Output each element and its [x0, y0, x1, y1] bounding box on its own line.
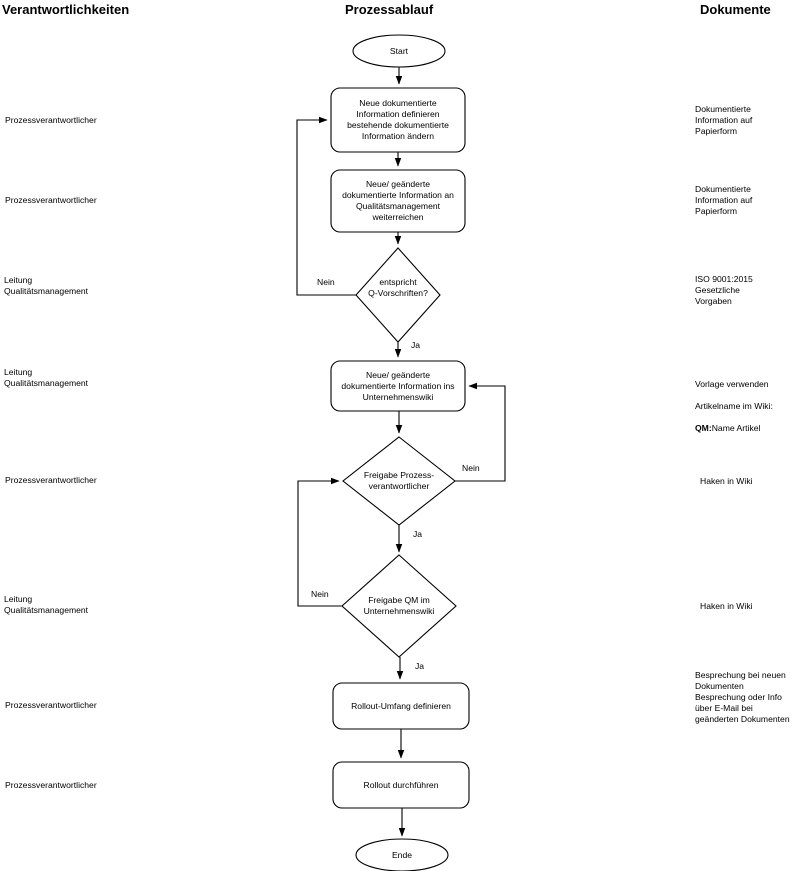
node-decision-2-shape[interactable]: [342, 436, 456, 526]
edge-label-nein-decision2: Nein: [462, 463, 480, 473]
document-label-7: Besprechung bei neuen Dokumenten Besprec…: [695, 670, 790, 724]
node-process-1-shape[interactable]: [330, 87, 466, 153]
column-header-responsibilities: Verantwortlichkeiten: [2, 2, 130, 17]
column-header-process: Prozessablauf: [345, 2, 434, 17]
connector-decision1-nein-loop: [296, 116, 356, 296]
document-label-4-line3: QM:Name Artikel: [695, 423, 773, 434]
responsibility-label-2: Prozessverantwortlicher: [5, 195, 97, 205]
node-process-2-shape[interactable]: [330, 169, 466, 233]
document-label-4: Vorlage verwenden Artikelname im Wiki: Q…: [695, 368, 773, 445]
node-process-4-shape[interactable]: [332, 682, 470, 730]
edge-label-nein-decision1: Nein: [317, 277, 335, 287]
document-label-1: Dokumentierte Information auf Papierform: [695, 104, 753, 136]
responsibility-label-5: Prozessverantwortlicher: [5, 475, 97, 485]
node-decision-1-shape[interactable]: [355, 247, 441, 343]
responsibility-label-3: Leitung Qualitätsmanagement: [4, 275, 89, 296]
node-end-shape[interactable]: [355, 838, 449, 871]
document-label-4-bold: QM:: [695, 423, 712, 433]
edge-label-ja-decision1: Ja: [411, 340, 421, 350]
node-process-3-shape[interactable]: [330, 360, 466, 412]
document-label-4-line2: Artikelname im Wiki:: [695, 401, 773, 411]
connector-decision3-nein-loop: [297, 477, 342, 607]
responsibility-label-7: Prozessverantwortlicher: [5, 700, 97, 710]
responsibility-label-6: Leitung Qualitätsmanagement: [4, 594, 89, 615]
node-decision-3-shape[interactable]: [341, 554, 457, 658]
responsibility-label-4: Leitung Qualitätsmanagement: [4, 367, 89, 388]
document-label-4-rest: Name Artikel: [711, 423, 761, 433]
document-label-4-line1: Vorlage verwenden: [695, 379, 769, 389]
document-label-3: ISO 9001:2015 Gesetzliche Vorgaben: [695, 274, 753, 306]
node-start-shape[interactable]: [352, 34, 446, 68]
edge-label-ja-decision2: Ja: [413, 529, 423, 539]
document-label-5: Haken in Wiki: [700, 476, 753, 486]
node-process-5-shape[interactable]: [332, 761, 470, 809]
document-label-6: Haken in Wiki: [700, 601, 753, 611]
connector-decision2-nein-loop: [455, 382, 506, 482]
column-header-documents: Dokumente: [700, 2, 771, 17]
responsibility-label-8: Prozessverantwortlicher: [5, 780, 97, 790]
responsibility-label-1: Prozessverantwortlicher: [5, 115, 97, 125]
edge-label-nein-decision3: Nein: [311, 589, 329, 599]
document-label-2: Dokumentierte Information auf Papierform: [695, 184, 753, 216]
edge-label-ja-decision3: Ja: [415, 661, 425, 671]
